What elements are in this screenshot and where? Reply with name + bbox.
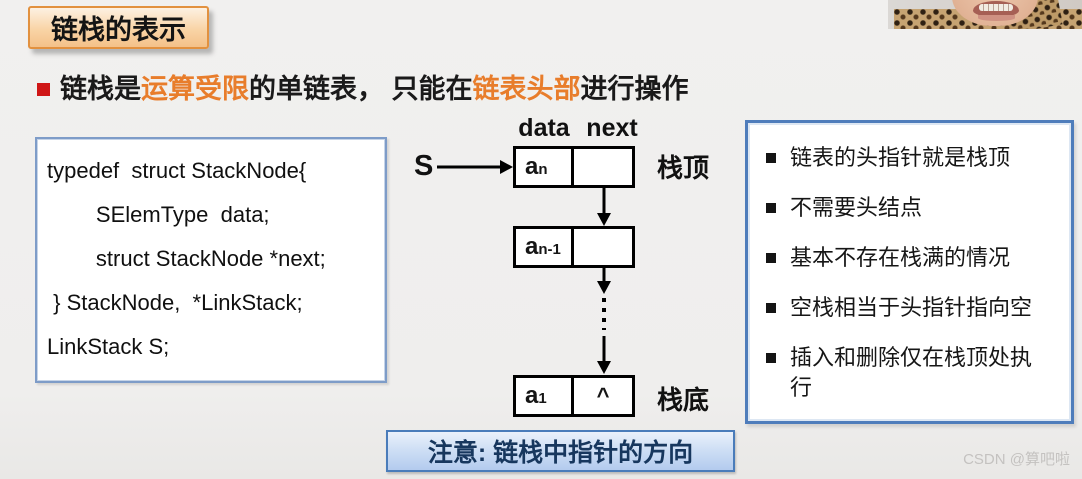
node-value: a [525, 153, 539, 180]
list-item-text: 基本不存在栈满的情况 [790, 245, 1011, 270]
square-bullet-icon [766, 253, 776, 263]
node-value-subscript: n-1 [538, 240, 561, 258]
note-text: 注意: 链栈中指针的方向 [427, 439, 694, 467]
csdn-watermark: CSDN @算吧啦 [963, 451, 1070, 468]
code-box: typedef struct StackNode{ SElemType data… [35, 137, 387, 383]
arrowhead-down-icon [597, 361, 611, 374]
headline-segment: 进行操作 [580, 74, 689, 104]
node-value: a [525, 233, 539, 260]
arrowhead-right-icon [500, 160, 513, 174]
code-line: typedef struct StackNode{ [47, 158, 307, 183]
list-item-text: 不需要头结点 [790, 195, 923, 220]
headline-segment: 的单链表， 只能在 [249, 74, 473, 104]
headline-segment: 链栈是 [60, 74, 141, 104]
list-item-text: 链表的头指针就是栈顶 [790, 145, 1011, 170]
code-line: LinkStack S; [47, 334, 170, 359]
node-next-cell-null: ^ [596, 383, 610, 408]
square-bullet-icon [766, 353, 776, 363]
arrowhead-down-icon [597, 213, 611, 226]
stack-bottom-label: 栈底 [657, 385, 710, 415]
column-label-data: data [518, 114, 570, 142]
arrowhead-down-icon [597, 281, 611, 294]
diagram-arrows [437, 160, 611, 374]
headline-segment-highlight: 链表头部 [472, 74, 581, 104]
node-value: a [525, 382, 539, 409]
webcam-mouth [973, 1, 1019, 17]
square-bullet-icon [766, 303, 776, 313]
stack-pointer-label: S [414, 150, 434, 182]
headline: 链栈是运算受限的单链表， 只能在链表头部进行操作 [37, 72, 689, 106]
square-bullet-icon [766, 153, 776, 163]
list-item: 插入和删除仅在栈顶处执行 [764, 343, 1061, 403]
list-item-text: 空栈相当于头指针指向空 [790, 295, 1033, 320]
list-item-text: 插入和删除仅在栈顶处执行 [790, 345, 1033, 400]
webcam-teeth [979, 4, 1013, 11]
note-box: 注意: 链栈中指针的方向 [386, 430, 735, 472]
headline-text: 链栈是运算受限的单链表， 只能在链表头部进行操作 [60, 72, 689, 106]
node-value-subscript: n [538, 160, 548, 178]
list-item: 不需要头结点 [764, 193, 1061, 223]
red-square-bullet-icon [37, 83, 50, 96]
node-value-subscript: 1 [538, 389, 547, 407]
stack-top-label: 栈顶 [657, 153, 710, 183]
list-item: 基本不存在栈满的情况 [764, 243, 1061, 273]
webcam-overlay [888, 0, 1082, 29]
square-bullet-icon [766, 203, 776, 213]
slide-title-box: 链栈的表示 [28, 6, 209, 49]
webcam-lower-lip [978, 15, 1015, 21]
slide-title: 链栈的表示 [51, 15, 186, 45]
properties-panel: 链表的头指针就是栈顶 不需要头结点 基本不存在栈满的情况 空栈相当于头指针指向空… [745, 120, 1074, 424]
list-item: 链表的头指针就是栈顶 [764, 143, 1061, 173]
headline-segment-highlight: 运算受限 [141, 74, 249, 104]
code-line: } StackNode, *LinkStack; [47, 290, 303, 315]
code-line: SElemType data; [47, 202, 270, 227]
column-label-next: next [586, 114, 638, 142]
list-item: 空栈相当于头指针指向空 [764, 293, 1061, 323]
code-line: struct StackNode *next; [47, 246, 326, 271]
